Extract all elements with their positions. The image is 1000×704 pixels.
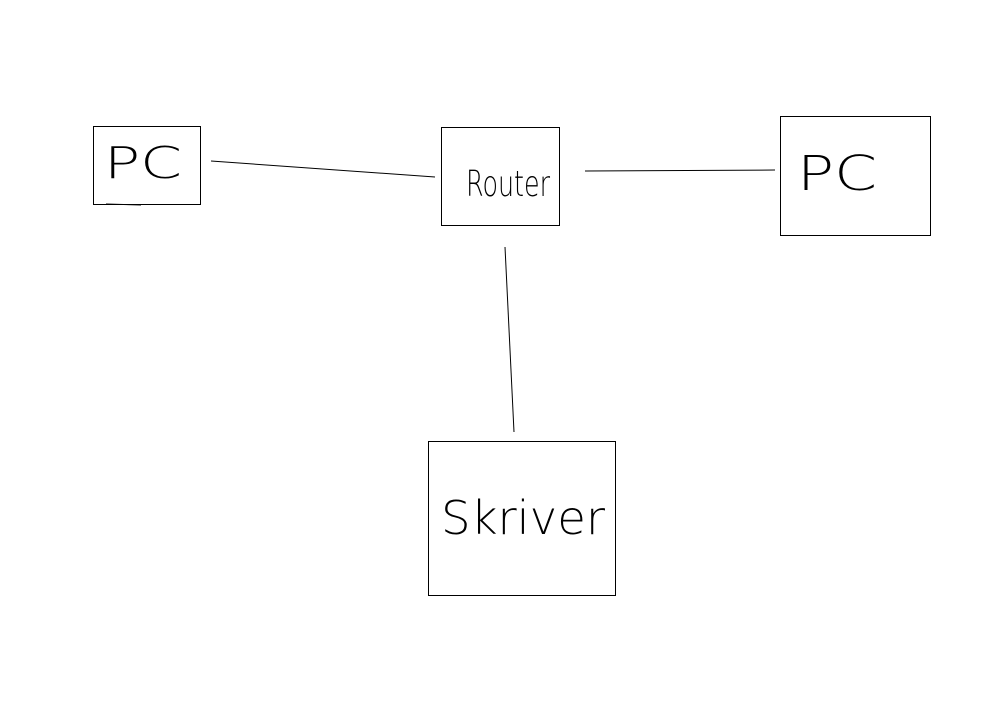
- node-printer-label: Skriver: [441, 491, 605, 545]
- edge-router-pc-right: [584, 169, 776, 172]
- node-printer: Skriver: [428, 441, 616, 596]
- node-router-label: Router: [466, 164, 550, 205]
- pen-stroke-mark: [105, 203, 142, 206]
- node-pc-right: PC: [780, 116, 931, 236]
- node-pc-left: PC: [93, 126, 201, 206]
- node-router: Router: [441, 127, 560, 226]
- edge-pc-left-router: [210, 160, 436, 178]
- node-pc-right-label: PC: [797, 146, 877, 202]
- edge-router-printer: [504, 246, 515, 433]
- node-pc-left-label: PC: [104, 138, 182, 189]
